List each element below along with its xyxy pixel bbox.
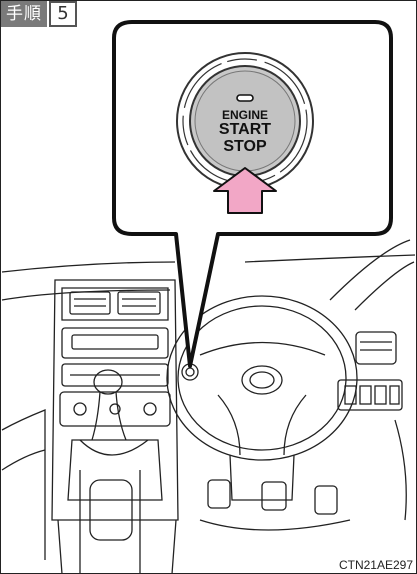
button-label-engine: ENGINE [210, 108, 280, 122]
step-number: 5 [49, 1, 77, 27]
figure-code: CTN21AE297 [339, 558, 413, 572]
button-label-start: START [210, 121, 280, 139]
step-label: 手順 [1, 1, 47, 27]
indicator-light-icon [237, 95, 253, 101]
button-label-stop: STOP [210, 138, 280, 156]
step-indicator: 手順 5 [1, 1, 77, 27]
